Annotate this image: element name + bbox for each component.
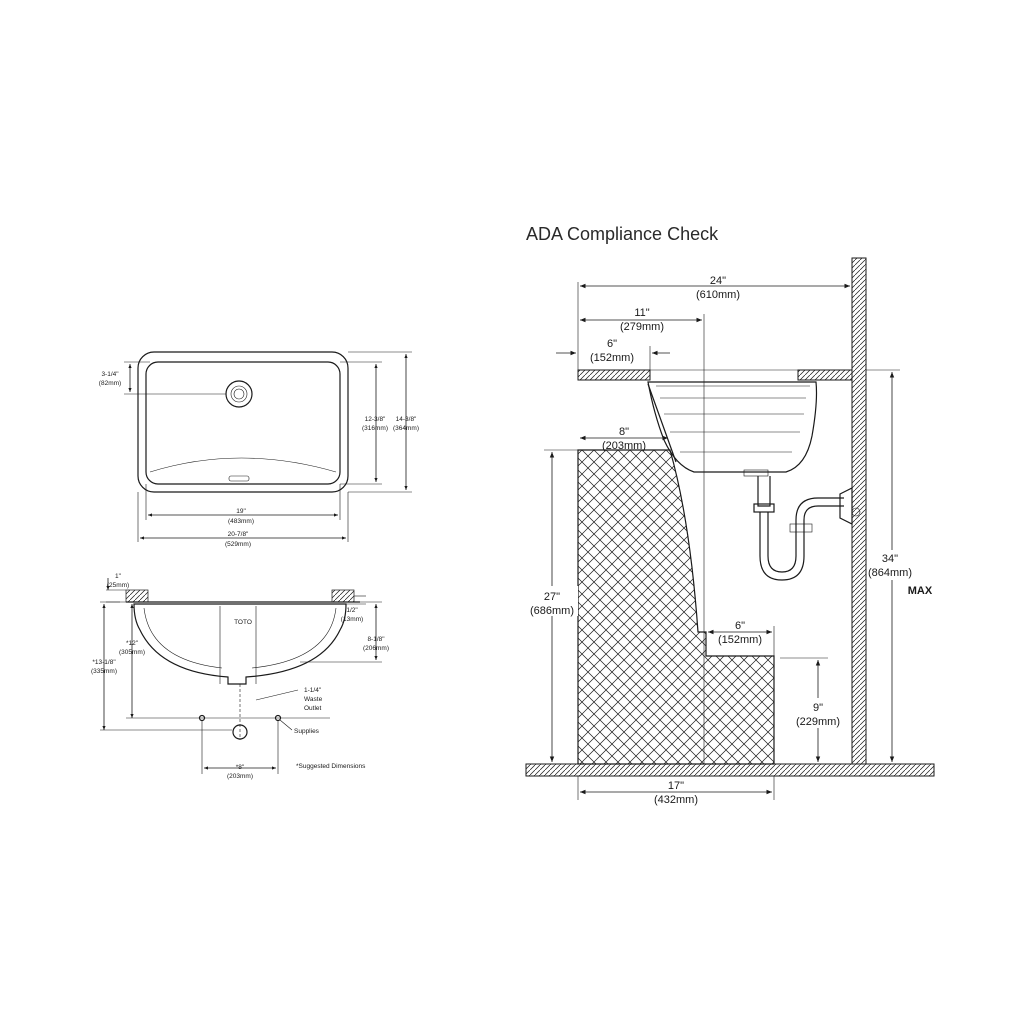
dim-label: (279mm) <box>620 321 664 333</box>
dim-label: (203mm) <box>227 773 253 780</box>
dim-label: (152mm) <box>590 352 634 364</box>
p-trap-outer <box>759 505 844 581</box>
dim-label: *8" <box>236 764 245 771</box>
dim-label: 9" <box>813 702 823 714</box>
dim-label: (316mm) <box>362 425 388 432</box>
dim-label: (686mm) <box>530 605 574 617</box>
bowl-section <box>133 603 347 685</box>
countertop-back <box>797 369 853 381</box>
plan-view: 3-1/4" (82mm) 12-3/8" (316mm) 14-3/8" (3… <box>99 351 419 548</box>
dim-label: 20-7/8" <box>228 531 249 538</box>
ada-title: ADA Compliance Check <box>526 224 719 244</box>
dim-label: 8" <box>619 426 629 438</box>
ada-view: ADA Compliance Check 24" (610mm) 11" <box>525 224 935 806</box>
max-label: MAX <box>908 585 933 597</box>
counter-left <box>125 589 149 603</box>
dim-label: 6" <box>735 620 745 632</box>
drain-inner <box>230 385 248 403</box>
ada-sink-bowl <box>647 381 818 473</box>
counter-right <box>331 589 355 603</box>
dim-label: (82mm) <box>99 380 121 387</box>
dim-label: *13-1/8" <box>92 659 116 666</box>
dim-label: (25mm) <box>107 582 129 589</box>
tailpiece <box>757 476 771 507</box>
dim-label: (610mm) <box>696 289 740 301</box>
dim-label: 6" <box>607 338 617 350</box>
section-view: TOTO 1" (25mm) 1/2" (13mm) 8-1/8" (206mm… <box>91 573 389 780</box>
floor <box>525 763 935 777</box>
knee-clearance-block <box>577 449 775 765</box>
drain-outer <box>225 380 253 408</box>
dim-label: (305mm) <box>119 649 145 656</box>
dim-label: (335mm) <box>91 668 117 675</box>
waste-label: Waste <box>304 696 323 703</box>
overflow-slot <box>228 475 250 482</box>
dim-label: 34" <box>882 553 898 565</box>
overflow-curve <box>149 457 337 473</box>
dim-label: (364mm) <box>393 425 419 432</box>
dim-label: (529mm) <box>225 541 251 548</box>
dim-label: 8-1/8" <box>367 636 385 643</box>
sink-outer-rim <box>137 351 349 493</box>
sink-inner-rim <box>145 361 341 485</box>
dim-label: 14-3/8" <box>396 416 417 423</box>
dim-label: 1" <box>115 573 122 580</box>
countertop-front <box>577 369 651 381</box>
dim-label: 3-1/4" <box>101 371 119 378</box>
dim-label: (229mm) <box>796 716 840 728</box>
dim-label: (13mm) <box>341 616 363 623</box>
dim-label: 17" <box>668 780 684 792</box>
waste-label: 1-1/4" <box>304 687 322 694</box>
suggested-note: *Suggested Dimensions <box>296 763 366 770</box>
waste-outlet-circle <box>232 724 248 740</box>
dim-label: (483mm) <box>228 518 254 525</box>
dim-label: 12-3/8" <box>365 416 386 423</box>
waste-label: Outlet <box>304 705 322 712</box>
supplies-label: Supplies <box>294 728 320 735</box>
dim-label: (432mm) <box>654 794 698 806</box>
p-trap-inner <box>767 497 844 573</box>
dim-label: (864mm) <box>868 567 912 579</box>
dim-label: 27" <box>544 591 560 603</box>
dim-label: 11" <box>634 307 649 319</box>
dim-label: *12" <box>126 640 139 647</box>
brand-text: TOTO <box>234 619 252 626</box>
dim-label: (203mm) <box>602 440 646 452</box>
wall-flange <box>839 487 853 525</box>
dim-label: 19" <box>236 508 246 515</box>
dim-label: 1/2" <box>346 607 358 614</box>
dim-label: (206mm) <box>363 645 389 652</box>
dim-label: 24" <box>710 275 726 287</box>
dim-label: (152mm) <box>718 634 762 646</box>
wall <box>851 257 867 765</box>
